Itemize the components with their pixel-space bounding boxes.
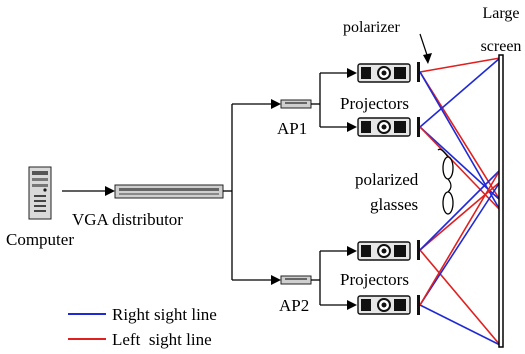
projectors-bottom-label: Projectors — [340, 270, 409, 289]
screen-label-line1: Large — [482, 5, 519, 22]
legend-label-right: Right sight line — [112, 305, 217, 324]
polarizer-filters — [417, 62, 420, 315]
sight-lines — [419, 57, 501, 346]
right-sight-line — [419, 71, 501, 211]
right-sight-line — [419, 181, 501, 306]
polarized-glasses-icon — [437, 148, 454, 215]
legend-label-left: Left sight line — [112, 330, 212, 349]
left-sight-line — [419, 57, 501, 73]
projector-icon — [357, 295, 411, 315]
glasses-label-line1: polarized — [355, 170, 419, 189]
projector-icon — [357, 241, 411, 261]
projectors-top-label: Projectors — [340, 94, 409, 113]
large-screen — [498, 54, 504, 348]
right-sight-line — [419, 57, 501, 128]
glasses-label-line2: glasses — [370, 195, 418, 214]
screen-label-line2: screen — [481, 38, 522, 55]
computer-label: Computer — [6, 230, 74, 249]
ap1-device-icon — [280, 99, 312, 109]
left-sight-line — [419, 249, 501, 346]
ap2-device-icon — [280, 275, 312, 285]
left-sight-line — [419, 169, 501, 306]
connector-computer-to-vga — [62, 186, 115, 196]
projector-icon — [357, 63, 411, 83]
vga-distributor-icon — [114, 184, 224, 199]
vga-distributor-label: VGA distributor — [72, 210, 183, 229]
connector-ap2-to-projectors — [311, 246, 357, 310]
computer-icon — [28, 166, 52, 220]
ap2-label: AP2 — [279, 296, 309, 315]
legend: Right sight line Left sight line — [68, 305, 217, 349]
connector-vga-to-aps — [223, 99, 281, 285]
left-sight-line — [419, 126, 501, 211]
left-sight-line — [419, 181, 501, 251]
polarizer-arrow — [419, 33, 432, 64]
polarizer-label: polarizer — [343, 19, 401, 36]
projector-icon — [357, 117, 411, 137]
ap1-label: AP1 — [277, 119, 307, 138]
left-sight-line — [419, 71, 501, 201]
right-sight-line — [419, 169, 501, 251]
connector-ap1-to-projectors — [311, 68, 357, 132]
right-sight-line — [419, 304, 501, 346]
